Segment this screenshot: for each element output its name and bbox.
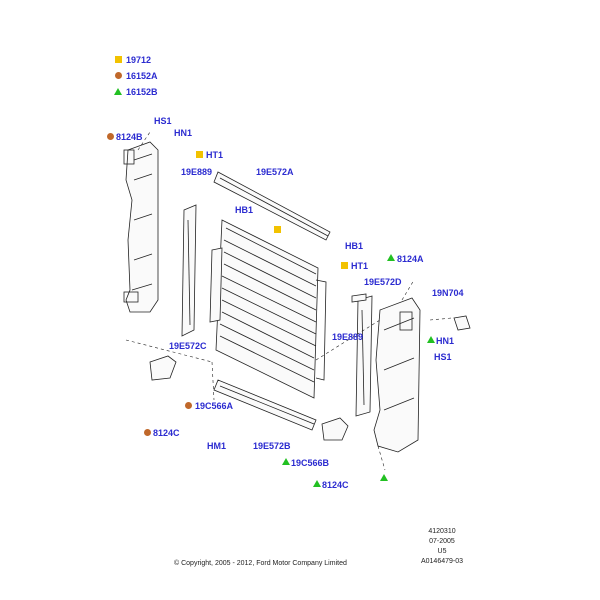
left-side-bracket-8124b (123, 141, 159, 313)
seal-strip-19e572d (355, 295, 373, 417)
callout-19e572d: 19E572D (364, 277, 402, 287)
copyright-text: © Copyright, 2005 - 2012, Ford Motor Com… (174, 560, 347, 567)
lower-bracket-8124c-left (149, 355, 177, 381)
marker-triangle-bracket-base (380, 474, 388, 481)
callout-ht1-right: HT1 (351, 261, 369, 271)
marker-triangle-19c566b (282, 458, 290, 465)
callout-hm1: HM1 (207, 441, 227, 451)
callout-8124b: 8124B (116, 132, 143, 142)
clip-19n704 (453, 315, 471, 331)
marker-square-ht1-right (341, 262, 348, 269)
legend-code-19712: 19712 (126, 55, 152, 65)
marker-circle-8124c-left (144, 429, 151, 436)
callout-ht1-left: HT1 (206, 150, 224, 160)
callout-19e889-left: 19E889 (181, 167, 213, 177)
callout-19e572a: 19E572A (256, 167, 294, 177)
callout-8124c-right: 8124C (322, 480, 349, 490)
callout-hb1-left: HB1 (235, 205, 254, 215)
callout-hb1-right: HB1 (345, 241, 364, 251)
callout-19e889-right: 19E889 (332, 332, 364, 342)
marker-square-ht1-left (196, 151, 203, 158)
marker-triangle-8124a (387, 254, 395, 261)
meta-line-3: U5 (437, 548, 447, 555)
callout-19c566a: 19C566A (195, 401, 234, 411)
marker-square-core (274, 226, 281, 233)
callout-hn1-right: HN1 (436, 336, 455, 346)
legend-code-16152b: 16152B (126, 87, 158, 97)
callout-8124a: 8124A (397, 254, 424, 264)
meta-line-4: A0146479-03 (420, 558, 464, 565)
legend-triangle-marker (114, 88, 122, 95)
top-seal-19e572a (213, 171, 331, 241)
right-side-bracket-8124a (373, 297, 421, 453)
callout-hs1-top: HS1 (154, 116, 172, 126)
callout-hs1-right: HS1 (434, 352, 452, 362)
callout-19c566b: 19C566B (291, 458, 330, 468)
marker-triangle-8124c-right (313, 480, 321, 487)
bottom-seal-19e572b (213, 379, 317, 431)
lower-bracket-8124c-right (321, 417, 349, 441)
marker-circle-8124b (107, 133, 114, 140)
drawing-metadata: 4120310 07-2005 U5 A0146479-03 (412, 527, 472, 567)
callout-19e572b: 19E572B (253, 441, 291, 451)
callout-hn1-top: HN1 (174, 128, 193, 138)
marker-circle-19c566a (185, 402, 192, 409)
marker-triangle-hn1 (427, 336, 435, 343)
legend-circle-marker (115, 72, 122, 79)
legend-code-16152a: 16152A (126, 71, 158, 81)
meta-line-1: 4120310 (428, 528, 456, 535)
legend-square-marker (115, 56, 122, 63)
condenser-core (209, 219, 327, 399)
seal-strip-19e572c (181, 204, 197, 337)
callout-19n704: 19N704 (432, 288, 464, 298)
callout-8124c-left: 8124C (153, 428, 180, 438)
meta-line-2: 07-2005 (429, 538, 455, 545)
callout-19e572c: 19E572C (169, 341, 207, 351)
